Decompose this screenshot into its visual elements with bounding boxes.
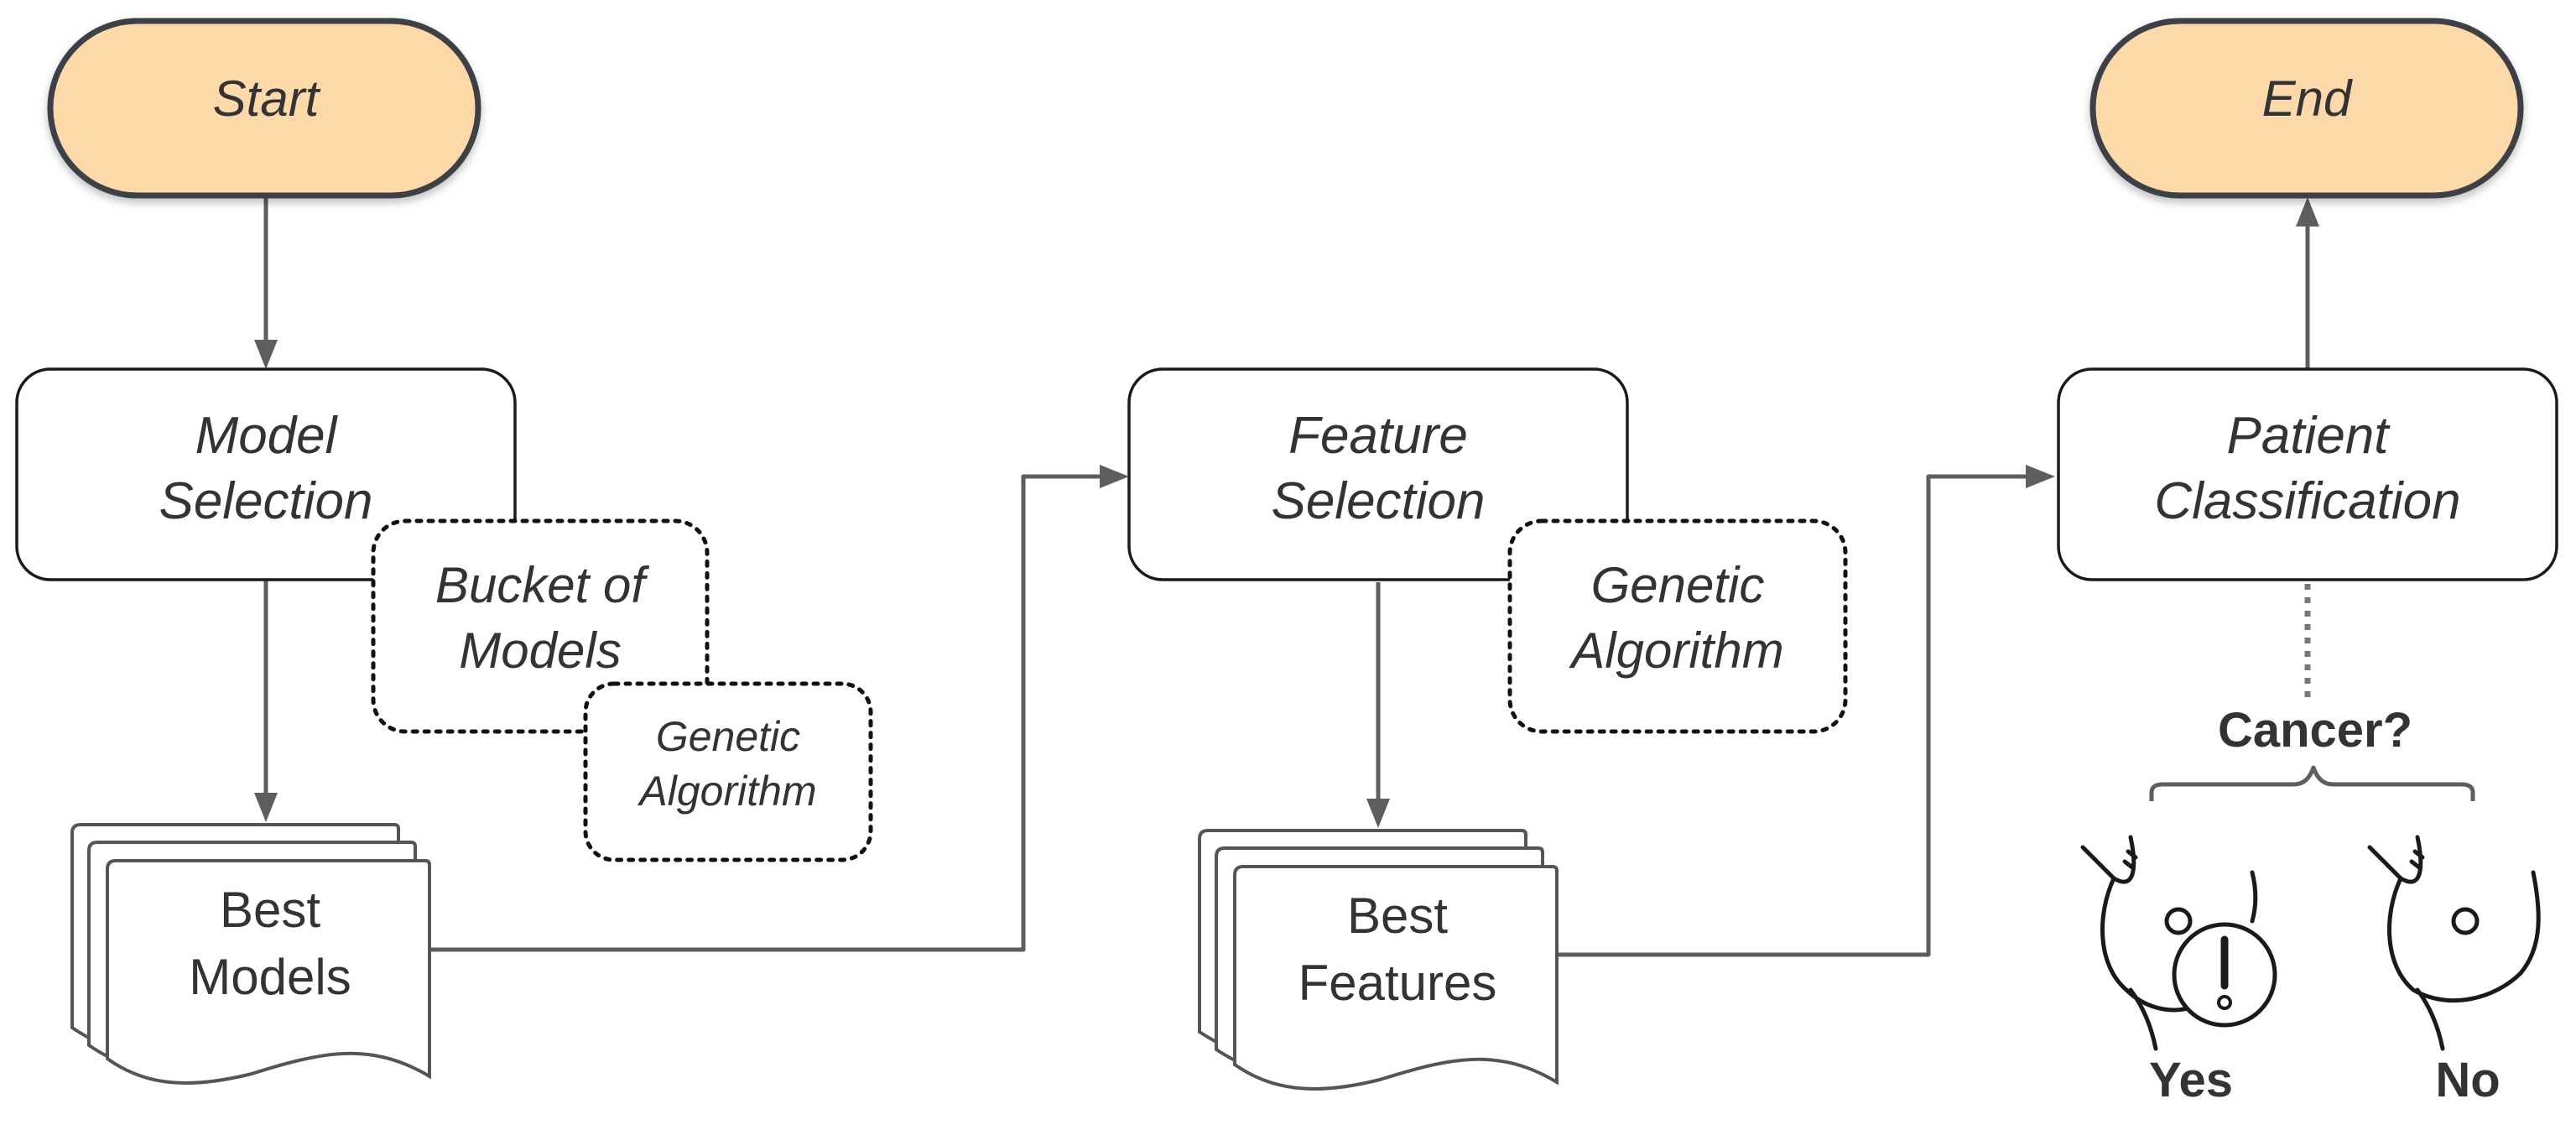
bucket-of-models-label-line2: Models xyxy=(459,622,621,679)
genetic-algorithm-small-annotation: Genetic Algorithm xyxy=(583,681,873,862)
connector-model-selection-to-best-models xyxy=(254,581,278,822)
yes-label: Yes xyxy=(2149,1053,2233,1107)
cancer-question-label: Cancer? xyxy=(2218,703,2412,758)
best-features-documents: Best Features xyxy=(1198,829,1559,1091)
patient-classification-label-line2: Classification xyxy=(2154,472,2460,530)
model-selection-label-line2: Selection xyxy=(159,472,372,530)
start-terminal: Start xyxy=(47,18,481,199)
breast-normal-icon xyxy=(2367,835,2541,1051)
best-models-documents: Best Models xyxy=(70,823,431,1085)
feature-selection-label-line2: Selection xyxy=(1271,472,1485,530)
no-label: No xyxy=(2435,1053,2500,1107)
end-label: End xyxy=(2262,70,2353,127)
connector-best-models-to-feature-selection xyxy=(429,465,1129,952)
genetic-algorithm-small-label-line2: Algorithm xyxy=(637,768,816,815)
bucket-of-models-annotation: Bucket of Models xyxy=(371,518,710,734)
connector-feature-selection-to-best-features xyxy=(1366,582,1390,828)
cancer-question-brace xyxy=(2149,765,2475,801)
connector-patient-classification-to-end xyxy=(2296,197,2319,369)
patient-classification-process: Patient Classification xyxy=(2057,367,2558,581)
genetic-algorithm-feature-label-line2: Algorithm xyxy=(1569,622,1783,679)
best-features-label-line1: Best xyxy=(1347,888,1448,944)
end-terminal: End xyxy=(2089,18,2524,199)
patient-classification-label-line1: Patient xyxy=(2226,407,2391,465)
connector-start-to-model-selection xyxy=(254,198,278,369)
bucket-of-models-label-line1: Bucket of xyxy=(435,557,649,613)
feature-selection-label-line1: Feature xyxy=(1288,407,1468,465)
genetic-algorithm-feature-annotation: Genetic Algorithm xyxy=(1507,518,1848,734)
best-models-label-line1: Best xyxy=(220,882,320,938)
breast-with-alert-icon xyxy=(2080,835,2277,1051)
best-models-label-line2: Models xyxy=(189,949,351,1005)
start-label: Start xyxy=(213,70,321,127)
genetic-algorithm-feature-label-line1: Genetic xyxy=(1591,557,1765,613)
connector-best-features-to-patient-classification xyxy=(1557,465,2055,957)
best-features-label-line2: Features xyxy=(1298,955,1497,1011)
model-selection-label-line1: Model xyxy=(195,407,339,465)
genetic-algorithm-small-label-line1: Genetic xyxy=(656,713,800,760)
feature-selection-process: Feature Selection xyxy=(1127,367,1629,581)
